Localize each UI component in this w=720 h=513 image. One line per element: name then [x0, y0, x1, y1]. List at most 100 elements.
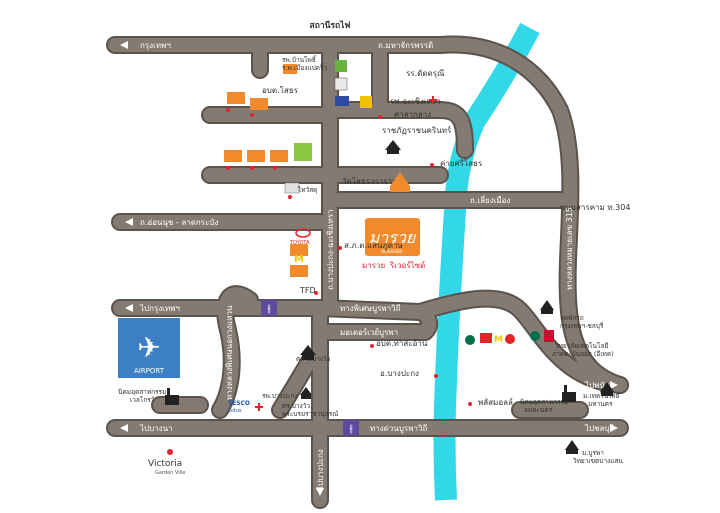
temple-icon	[390, 172, 410, 192]
label-krungthep-top: กรุงเทพฯ	[140, 41, 171, 50]
label-phanat: ไปพนัสฯ	[584, 381, 614, 390]
label-wat-sothon: วัดโสธรวราราม	[342, 176, 397, 186]
label-rs-chacheongsao: ร.พ.เมืองแปดริ้ว	[282, 63, 328, 72]
label-phanom: พนมสารคาม ท.304	[560, 203, 630, 212]
label-ont-thatalat: อบต.ท่าสะอ้าน	[376, 339, 428, 348]
temple-icon	[565, 440, 579, 454]
label-burapha-withi: ทางด่วนบูรพาวิถี	[370, 424, 427, 434]
label-nikom-amata-sub: อมตะนคร	[524, 406, 553, 414]
svg-text:TOYOTA: TOYOTA	[289, 240, 310, 246]
label-onsonorotsai: อบต.โสธร	[262, 85, 299, 95]
label-college: วิทยาลัยเทคโนโลยี	[555, 342, 609, 350]
airport-block: ✈ AIRPORT	[118, 318, 180, 378]
label-rp-chachoengsao: รพ.ฉะเชิงเทรา	[390, 97, 441, 106]
label-krungthep-mid: ไปกรุงเทพฯ	[139, 304, 180, 313]
green-brand-block	[294, 143, 312, 161]
label-phraborom: พระบรมราชานุสรณ์	[282, 410, 338, 418]
arrow-right-icon	[610, 381, 618, 389]
label-thai-wat: ไทวัสดุ	[297, 186, 317, 194]
starbucks-icon	[465, 335, 475, 345]
arrow-down-icon	[316, 488, 324, 496]
thai-wat-logo	[284, 182, 300, 194]
arrow-left-icon	[125, 304, 133, 312]
mcdonalds-icon: M	[494, 335, 503, 345]
store-block	[334, 77, 348, 91]
label-bang-pakong-down: ไปบางปะกง	[316, 449, 325, 491]
temple-icon	[300, 387, 312, 399]
label-chachoengsao-rd: ถ.บางปะกง-ฉะเชิงเทรา	[326, 210, 335, 291]
store-block	[335, 60, 347, 72]
temple-icon	[600, 382, 614, 396]
airport-label: AIRPORT	[134, 367, 165, 375]
label-shell-tfd: ส.ภ.ต.แสนภูดาษ	[344, 241, 403, 251]
arrow-left-icon	[125, 218, 133, 226]
arrow-right-icon	[610, 424, 618, 432]
label-mahachak: ถ.มหาจักรพรรดิ	[378, 41, 433, 50]
svg-text:TESCO: TESCO	[228, 400, 250, 407]
label-mahawit-sub: มหานคร	[588, 400, 613, 408]
label-jung-plaza-sub: กรุงเทพฯ-ชลบุรี	[560, 322, 604, 330]
label-rd-315: ทางหลวงหมายเลข 315	[565, 207, 574, 290]
brand-row: M	[465, 330, 554, 345]
label-chonburi: ไปชลบุรี	[584, 424, 615, 433]
label-nikom-amata: นิคมอุตสาหกรรม	[520, 398, 568, 406]
factory-icon	[562, 385, 576, 402]
riverside-label: ริเวอร์ไซด์	[389, 260, 425, 270]
label-trb: ตร.บางวัว	[282, 402, 310, 410]
label-liang-muang: ถ.เลี่ยงเมือง	[470, 194, 510, 205]
starbucks-icon	[530, 331, 540, 341]
direction-arrows	[120, 41, 618, 496]
svg-text:RIVERSIDE: RIVERSIDE	[381, 249, 403, 254]
svg-text:มารวย: มารวย	[362, 261, 385, 270]
tesco-logo: TESCO Lotus	[228, 400, 250, 414]
expressway-icon: ⫲	[261, 300, 277, 316]
label-tfd: TFD	[299, 286, 316, 295]
expressway-icon: ⫲	[343, 420, 359, 436]
label-ratchasirinthon: ราชภัฏราชนครินทร์	[382, 125, 452, 135]
store-block	[360, 96, 372, 108]
label-rp-bangpakong: รพ.บางปะกง	[262, 392, 298, 400]
kfc-icon	[544, 330, 554, 342]
label-onnut: ถ.อ่อนนุช - ลาดกระบัง	[140, 218, 218, 227]
victoria-logo: Victoria Garden Ville	[148, 449, 185, 476]
temple-icon	[540, 300, 554, 314]
victoria-label: Victoria	[148, 459, 182, 469]
brand-blocks	[224, 64, 308, 277]
label-khaisrisothon: ค่ายศรีโสธร	[440, 158, 483, 168]
arrow-left-icon	[120, 41, 128, 49]
label-college-sub: ภาคตะวันออก (อีเทค)	[552, 350, 614, 358]
label-nikom-east-sub: เวลโกรว์	[130, 396, 155, 404]
factory-icon	[165, 388, 179, 405]
label-wit-burapha-top: ม.บูรพา	[582, 449, 604, 457]
label-plaza: พลัสมอลล์	[478, 397, 513, 407]
svg-text:Lotus: Lotus	[228, 408, 242, 414]
svg-text:⫲: ⫲	[349, 422, 353, 435]
airplane-icon: ✈	[137, 331, 160, 364]
label-nikom-east: นิคมอุตสาหกรรม	[118, 388, 166, 396]
red-cross-icon	[255, 403, 263, 411]
label-motorway-lower: มอเตอร์เวย์บูรพา	[340, 327, 398, 338]
temple-icon	[300, 345, 316, 360]
label-sala-klang: ศาลากลาง	[394, 110, 431, 119]
road-fill	[108, 37, 627, 507]
label-kanchanaphisek: ทางหลวงพิเศษนอกวงแหวน	[225, 305, 234, 400]
label-station: สถานีรถไฟ	[310, 20, 351, 31]
label-bangna: ไปบางนา	[139, 424, 173, 433]
label-rs-ban-pho: รพ.บ้านโพธิ์	[282, 55, 317, 64]
label-amphoe: อ.บางปะกง	[380, 369, 419, 378]
maruay-brand: มารวย RIVERSIDE มารวย ริเวอร์ไซด์	[362, 218, 425, 270]
brand-icon	[480, 333, 492, 343]
svg-text:⫲: ⫲	[267, 302, 271, 315]
temple-icon	[385, 140, 401, 154]
red-cross-icon	[429, 96, 437, 104]
store-block	[335, 96, 349, 106]
location-pins	[226, 108, 472, 406]
label-motorway-upper: ทางพิเศษบูรพาวิถี	[340, 304, 401, 314]
victoria-sub: Garden Ville	[155, 470, 185, 476]
label-rr-datdarun: รร.ดัดดรุณี	[406, 69, 445, 78]
label-wit-burapha: วิทยาเขตบางแสน	[573, 457, 624, 465]
label-jung-plaza: จุดพักรถ	[560, 314, 584, 322]
river	[433, 22, 540, 501]
